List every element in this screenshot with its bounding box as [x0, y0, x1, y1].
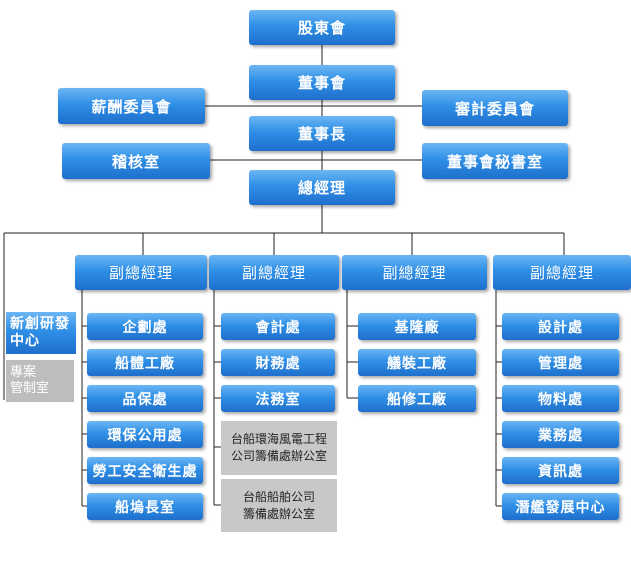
- ship-repair-factory-box: 船修工廠: [358, 385, 476, 412]
- vice-president-1-box: 副總經理: [75, 255, 207, 290]
- chairman-box: 董事長: [249, 116, 395, 151]
- shareholders-box: 股東會: [249, 10, 395, 45]
- labor-safety-box: 勞工安全衛生處: [87, 457, 203, 484]
- vice-president-4-box: 副總經理: [493, 255, 631, 290]
- accounting-dept-box: 會計處: [221, 313, 335, 340]
- legal-office-box: 法務室: [221, 385, 335, 412]
- submarine-development-center-box: 潛艦發展中心: [502, 493, 619, 520]
- management-dept-box: 管理處: [502, 349, 619, 376]
- innovation-center-box: 新創研發 中心: [6, 312, 76, 354]
- president-box: 總經理: [249, 170, 395, 205]
- business-dept-box: 業務處: [502, 421, 619, 448]
- materials-dept-box: 物料處: [502, 385, 619, 412]
- design-dept-box: 設計處: [502, 313, 619, 340]
- audit-committee-box: 審計委員會: [422, 90, 568, 126]
- planning-dept-box: 企劃處: [87, 313, 203, 340]
- project-control-office-box: 專案 管制室: [6, 360, 74, 402]
- hull-factory-box: 船體工廠: [87, 349, 203, 376]
- vice-president-2-box: 副總經理: [209, 255, 339, 290]
- board-box: 董事會: [249, 65, 395, 100]
- dock-master-office-box: 船塢長室: [87, 493, 203, 520]
- remuneration-committee-box: 薪酬委員會: [58, 88, 205, 124]
- shipping-company-preparatory-office-box: 台船船舶公司 籌備處辦公室: [221, 479, 337, 532]
- finance-dept-box: 財務處: [221, 349, 335, 376]
- information-dept-box: 資訊處: [502, 457, 619, 484]
- internal-audit-box: 稽核室: [62, 143, 210, 179]
- wind-power-preparatory-office-box: 台船環海風電工程 公司籌備處辦公室: [221, 421, 337, 475]
- board-secretary-box: 董事會秘書室: [422, 143, 568, 179]
- environment-utilities-box: 環保公用處: [87, 421, 203, 448]
- outfitting-factory-box: 艤裝工廠: [358, 349, 476, 376]
- keelung-shipyard-box: 基隆廠: [358, 313, 476, 340]
- quality-assurance-box: 品保處: [87, 385, 203, 412]
- vice-president-3-box: 副總經理: [342, 255, 487, 290]
